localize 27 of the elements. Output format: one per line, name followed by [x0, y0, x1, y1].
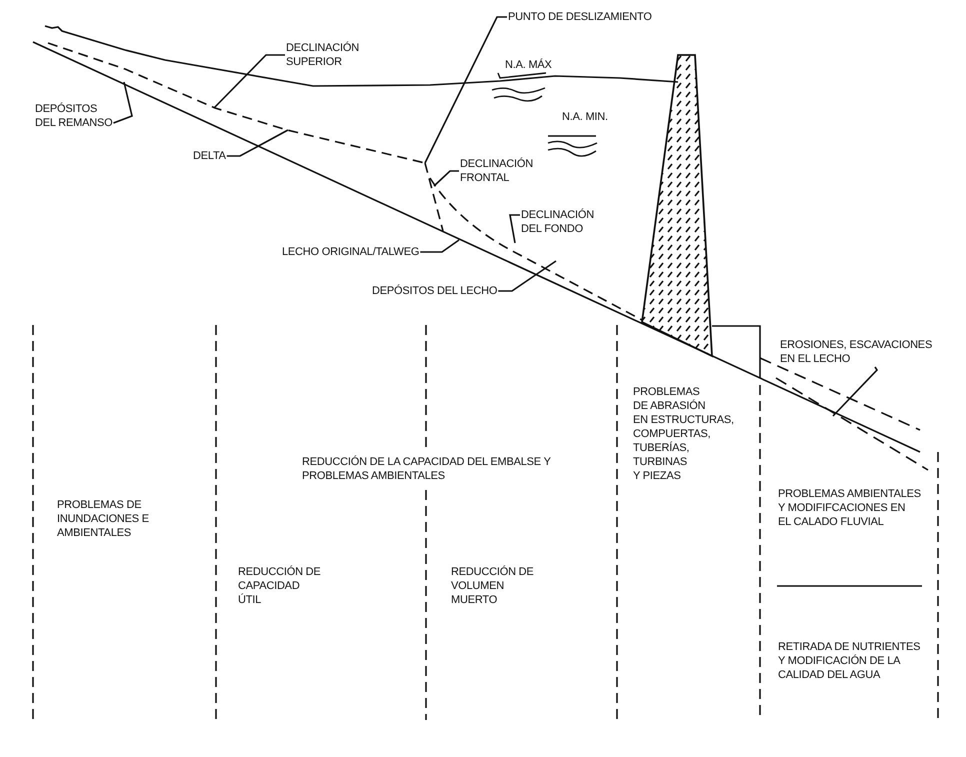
callout-label: DEPÓSITOS DEL LECHO [372, 284, 498, 298]
callout-label: DECLINACIÓN FRONTAL [460, 157, 533, 185]
leader-line [113, 82, 133, 124]
zone-label: REDUCCIÓN DE CAPACIDAD ÚTIL [238, 565, 321, 607]
callout-label: DEPÓSITOS DEL REMANSO [35, 102, 112, 130]
leader-line [509, 214, 520, 244]
zone-label: REDUCCIÓN DE VOLUMEN MUERTO [451, 565, 534, 607]
callout-label: PUNTO DE DESLIZAMIENTO [508, 10, 652, 24]
callout-label: DELTA [193, 149, 226, 163]
callout-label: LECHO ORIGINAL/TALWEG [282, 245, 420, 259]
leader-line [226, 129, 288, 157]
callout-label: DECLINACIÓN SUPERIOR [286, 41, 359, 69]
zone-label: PROBLEMAS DE INUNDACIONES E AMBIENTALES [57, 498, 149, 540]
leader-line [424, 16, 507, 164]
leader-line [832, 366, 878, 417]
water-level-label: N.A. MÁX [505, 58, 552, 72]
zone-label: RETIRADA DE NUTRIENTES Y MODIFICACIÓN DE LA CALIDAD DEL AGUA [778, 640, 920, 682]
zone-label: PROBLEMAS DE ABRASIÓN EN ESTRUCTURAS, COMPUERTAS, TUBERÍAS, TURBINAS Y PIEZAS [633, 385, 734, 483]
water-level-label: N.A. MIN. [562, 110, 608, 124]
callout-label: EROSIONES, ESCAVACIONES EN EL LECHO [780, 338, 932, 366]
callout-label: DECLINACIÓN DEL FONDO [521, 208, 594, 236]
leader-line [433, 170, 459, 187]
zone-label: REDUCCIÓN DE LA CAPACIDAD DEL EMBALSE Y PROBLEMAS AMBIENTALES [302, 455, 551, 483]
leader-line [420, 239, 460, 253]
zone-label: PROBLEMAS AMBIENTALES Y MODIFIFCACIONES EN EL CALADO FLUVIAL [778, 487, 921, 529]
leader-line [213, 54, 285, 109]
leader-line [498, 260, 556, 292]
